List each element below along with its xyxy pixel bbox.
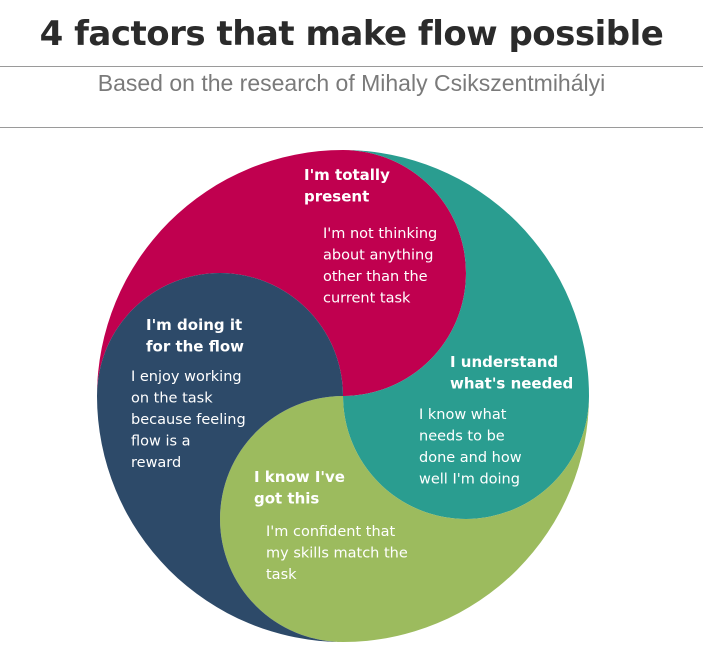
page-title: 4 factors that make flow possible bbox=[39, 14, 664, 54]
segment-title-line: got this bbox=[254, 490, 319, 508]
title-divider bbox=[0, 66, 703, 67]
segment-doing-it-for-flow bbox=[97, 273, 343, 642]
segment-body-line: task bbox=[266, 567, 297, 583]
segment-title-line: what's needed bbox=[450, 375, 573, 393]
segment-body-line: about anything bbox=[323, 248, 433, 264]
segment-title-line: I know I've bbox=[254, 468, 345, 486]
segment-body-line: well I'm doing bbox=[419, 472, 520, 488]
page-subtitle: Based on the research of Mihaly Csikszen… bbox=[97, 70, 606, 96]
segment-body-line: I enjoy working bbox=[131, 369, 242, 385]
segment-body-line: my skills match the bbox=[266, 546, 408, 562]
segment-title-line: present bbox=[304, 188, 369, 206]
segment-text-understand: I understand what's needed I know what need… bbox=[419, 353, 573, 488]
subtitle-divider bbox=[0, 127, 703, 128]
segment-got-this bbox=[220, 396, 589, 642]
segment-body-line: current task bbox=[323, 291, 411, 307]
segment-title-line: I'm totally bbox=[304, 166, 390, 184]
segment-body-line: done and how bbox=[419, 450, 522, 466]
segment-body-line: other than the bbox=[323, 269, 428, 285]
segment-body-line: because feeling bbox=[131, 412, 246, 428]
segment-title-line: I understand bbox=[450, 353, 558, 371]
segment-body-line: I know what bbox=[419, 407, 507, 423]
segment-title-line: for the flow bbox=[146, 338, 244, 356]
segment-title-line: I'm doing it bbox=[146, 316, 242, 334]
segment-totally-present bbox=[97, 150, 466, 396]
segment-body-line: I'm not thinking bbox=[323, 226, 437, 242]
segment-body-line: reward bbox=[131, 455, 181, 471]
segment-understand-needed bbox=[343, 150, 589, 519]
segment-text-doing-flow: I'm doing it for the flow I enjoy working o… bbox=[131, 316, 246, 471]
segment-body-line: on the task bbox=[131, 391, 213, 407]
segment-body-line: I'm confident that bbox=[266, 524, 396, 540]
segment-body-line: needs to be bbox=[419, 429, 505, 445]
segment-body-line: flow is a bbox=[131, 434, 191, 450]
